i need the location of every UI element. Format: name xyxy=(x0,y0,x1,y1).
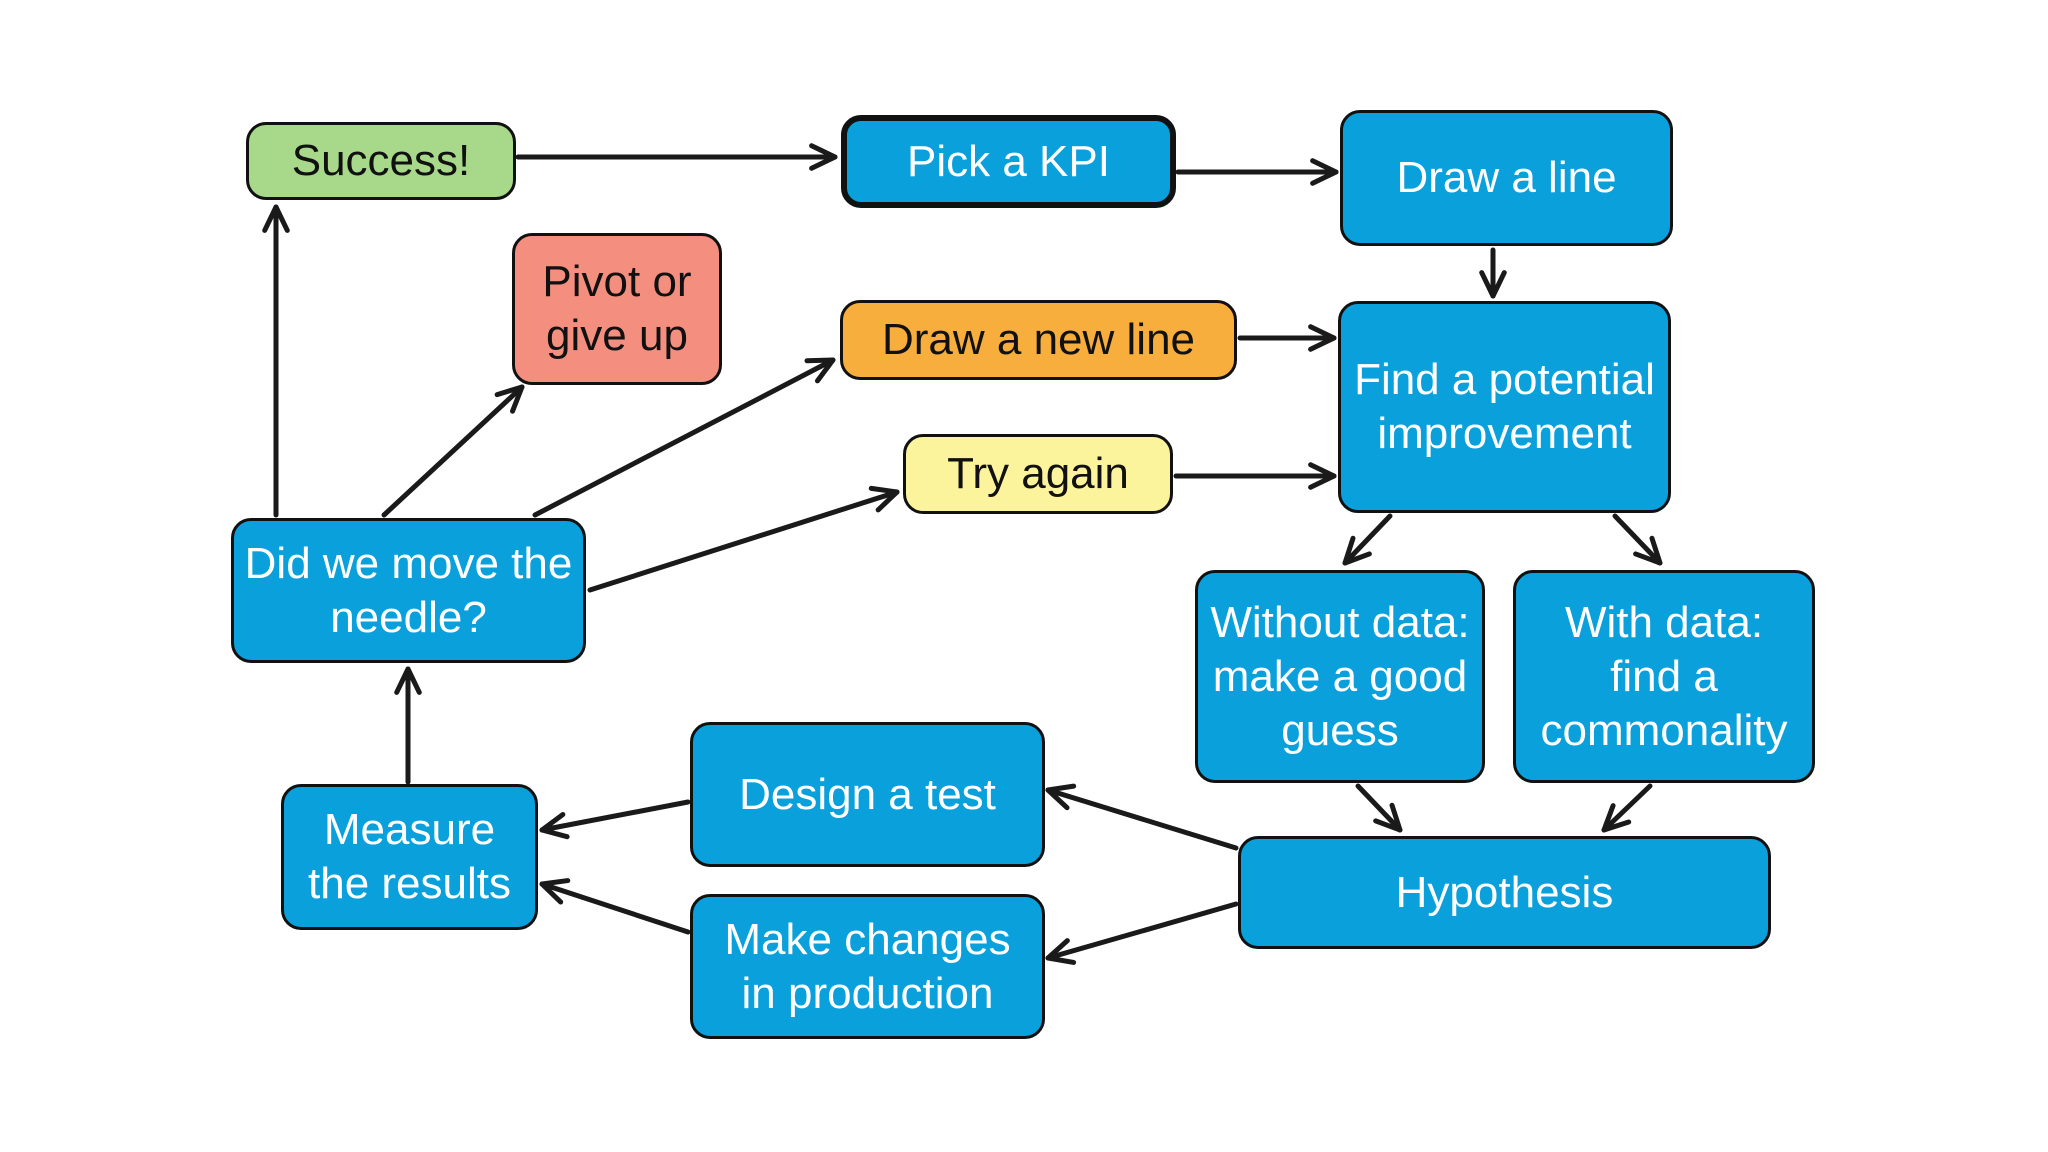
make-changes-node: Make changes in production xyxy=(690,894,1045,1039)
arrow-shaft xyxy=(532,357,836,518)
arrow-success-to-pick-kpi xyxy=(515,143,838,171)
measure-node: Measure the results xyxy=(281,784,538,930)
arrow-head xyxy=(1308,462,1337,490)
arrow-shaft xyxy=(1045,901,1239,961)
arrow-find-improvement-to-with-data xyxy=(1612,513,1663,566)
arrow-head xyxy=(262,204,290,233)
arrow-find-improvement-to-without-data xyxy=(1342,513,1393,566)
pick-kpi-node: Pick a KPI xyxy=(841,115,1176,208)
arrow-hypothesis-to-design-test xyxy=(1045,783,1239,851)
success-node: Success! xyxy=(246,122,516,200)
arrow-pick-kpi-to-draw-line xyxy=(1175,158,1339,186)
try-again-node: Try again xyxy=(903,434,1173,514)
arrow-head xyxy=(1310,158,1339,186)
arrow-head xyxy=(494,384,525,414)
arrow-measure-to-moved-needle xyxy=(394,666,422,785)
arrow-head xyxy=(1601,803,1632,833)
draw-line-node: Draw a line xyxy=(1340,110,1673,246)
arrow-head xyxy=(539,878,571,905)
arrow-head xyxy=(804,357,836,384)
arrow-shaft xyxy=(539,799,691,833)
design-test-node: Design a test xyxy=(690,722,1045,867)
arrow-draw-line-to-find-improvement xyxy=(1479,247,1507,299)
without-data-node: Without data: make a good guess xyxy=(1195,570,1485,783)
arrow-head xyxy=(394,666,422,695)
arrow-without-data-to-hypothesis xyxy=(1355,783,1403,833)
arrow-head xyxy=(1308,324,1337,352)
with-data-node: With data: find a commonality xyxy=(1513,570,1815,783)
hypothesis-node: Hypothesis xyxy=(1238,836,1771,949)
arrow-head xyxy=(1373,802,1403,833)
arrow-shaft xyxy=(587,489,900,593)
arrow-with-data-to-hypothesis xyxy=(1601,783,1653,833)
arrow-head xyxy=(1479,270,1507,299)
arrow-make-changes-to-measure xyxy=(539,878,691,935)
arrow-hypothesis-to-make-changes xyxy=(1045,901,1239,965)
arrow-moved-needle-to-draw-new-line xyxy=(532,357,836,518)
arrow-design-test-to-measure xyxy=(539,799,691,840)
arrow-moved-needle-to-pivot xyxy=(381,384,525,518)
pivot-node: Pivot or give up xyxy=(512,233,722,385)
arrow-draw-new-line-to-find-improvement xyxy=(1237,324,1337,352)
arrow-shaft xyxy=(381,384,525,518)
arrow-moved-needle-to-success xyxy=(262,204,290,518)
moved-needle-node: Did we move the needle? xyxy=(231,518,586,663)
arrow-head xyxy=(1045,783,1077,811)
arrow-head xyxy=(1633,535,1663,566)
arrow-try-again-to-find-improvement xyxy=(1173,462,1337,490)
arrow-shaft xyxy=(1045,787,1239,851)
arrow-shaft xyxy=(1342,513,1393,566)
arrow-moved-needle-to-try-again xyxy=(587,485,900,593)
arrow-head xyxy=(1342,535,1372,566)
arrow-shaft xyxy=(1601,783,1653,833)
arrow-shaft xyxy=(1612,513,1663,566)
arrow-head xyxy=(809,143,838,171)
find-improvement-node: Find a potential improvement xyxy=(1338,301,1671,513)
arrow-shaft xyxy=(539,881,691,935)
draw-new-line-node: Draw a new line xyxy=(840,300,1237,380)
arrow-shaft xyxy=(1355,783,1403,833)
arrow-head xyxy=(868,485,900,513)
arrow-head xyxy=(539,811,570,840)
arrow-head xyxy=(1045,938,1077,965)
